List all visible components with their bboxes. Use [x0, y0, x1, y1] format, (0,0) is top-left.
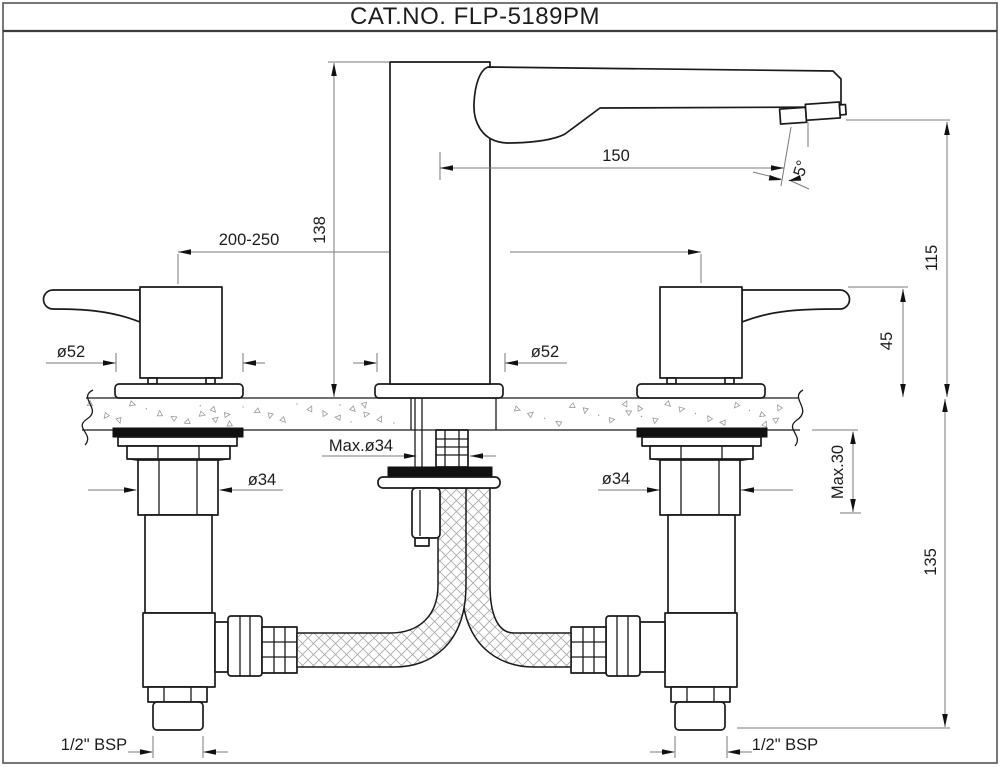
dim-135-group: 135: [737, 399, 950, 729]
right-hose-ferrule: [570, 626, 607, 674]
spout-arm: [473, 66, 842, 144]
dim-deck-thickness: Max.30: [829, 445, 847, 499]
left-body-upper: [144, 514, 213, 614]
dim-right-valve-dia: ø34: [602, 470, 630, 488]
dim-handle-height-45: 45: [878, 332, 896, 350]
right-handle: [636, 286, 851, 399]
dim-height-115: 115: [923, 245, 941, 271]
right-body-lower: [664, 612, 738, 688]
left-hose: [296, 487, 467, 668]
right-tail-hex: [670, 686, 731, 703]
dimensions: 138 200-250 150 5°: [46, 61, 950, 758]
dim-o52-spout-group: ø52: [353, 343, 567, 372]
dim-handle-spread: 200-250: [219, 231, 280, 249]
right-outlet-neck: [639, 621, 666, 673]
dim-spout-angle: 5°: [790, 158, 812, 179]
dim-o34-left-group: ø34: [88, 471, 283, 493]
right-hex-body: [659, 459, 741, 516]
left-inlet-thread-tail: [152, 701, 204, 731]
left-hose-ferrule: [261, 626, 298, 674]
right-inlet-thread-tail: [674, 701, 726, 731]
left-outlet-neck: [214, 621, 229, 673]
left-valve-shank: [112, 427, 298, 731]
dim-spout-angle-group: 5°: [752, 122, 812, 190]
right-gasket: [636, 427, 768, 438]
right-washer: [641, 436, 762, 447]
break-line-left: [81, 389, 94, 446]
spout-column: [389, 61, 491, 385]
dim-spout-base-dia: ø52: [531, 343, 559, 361]
left-lever: [42, 289, 141, 323]
horseshoe-plate: [377, 476, 501, 489]
dim-bsp-left-group: 1/2" BSP: [61, 736, 228, 758]
right-hose-nut: [605, 615, 641, 677]
right-hose: [461, 487, 572, 668]
dim-45-group: 45: [848, 286, 908, 397]
spout: [374, 61, 847, 399]
spout-base-flange: [374, 383, 504, 399]
catalog-number: CAT.NO. FLP-5189PM: [350, 3, 600, 30]
left-body-lower: [142, 612, 216, 688]
dim-handle-spread-group: 200-250: [177, 231, 702, 284]
dim-spout-reach-group: 150: [439, 147, 784, 180]
right-body-upper: [667, 514, 736, 614]
break-line-right: [791, 389, 804, 447]
left-locknut: [126, 445, 231, 460]
dim-spout-height: 138: [311, 216, 329, 244]
dim-center-hole-group: Max.ø34: [322, 437, 496, 459]
right-valve-shank: [570, 427, 768, 731]
dim-115-group: 115: [846, 119, 950, 397]
hose-connector-collar: [435, 429, 469, 468]
clamp-nut: [411, 487, 441, 539]
deck-stipple: [86, 399, 784, 428]
right-locknut: [649, 445, 754, 460]
dim-o52-left-group: ø52: [46, 343, 265, 372]
dim-left-thread: 1/2" BSP: [61, 736, 127, 754]
left-base-flange: [114, 383, 244, 399]
dim-right-thread: 1/2" BSP: [752, 736, 818, 754]
dim-center-hole: Max.ø34: [329, 437, 393, 455]
dim-below-deck: 135: [922, 548, 940, 576]
aerator: [778, 101, 847, 125]
supply-hoses: [296, 487, 572, 668]
left-handle-body: [139, 286, 223, 379]
center-fixing-assembly: [377, 398, 501, 547]
right-lever: [741, 289, 851, 323]
right-base-flange: [636, 383, 766, 399]
center-gasket: [387, 466, 493, 478]
dim-spout-reach: 150: [602, 147, 630, 165]
dim-max30-group: Max.30: [812, 429, 861, 514]
dim-spout-height-group: 138: [311, 61, 389, 397]
dim-left-valve-dia: ø34: [248, 471, 276, 489]
left-hose-nut: [227, 615, 263, 677]
dim-bsp-right-group: 1/2" BSP: [650, 736, 818, 758]
dim-o34-right-group: ø34: [598, 470, 793, 493]
right-handle-body: [659, 286, 743, 379]
left-gasket: [112, 427, 244, 438]
left-tail-hex: [147, 686, 208, 703]
left-hex-body: [137, 459, 219, 516]
dim-left-base-dia: ø52: [57, 343, 85, 361]
left-washer: [117, 436, 238, 447]
left-handle: [42, 286, 244, 399]
